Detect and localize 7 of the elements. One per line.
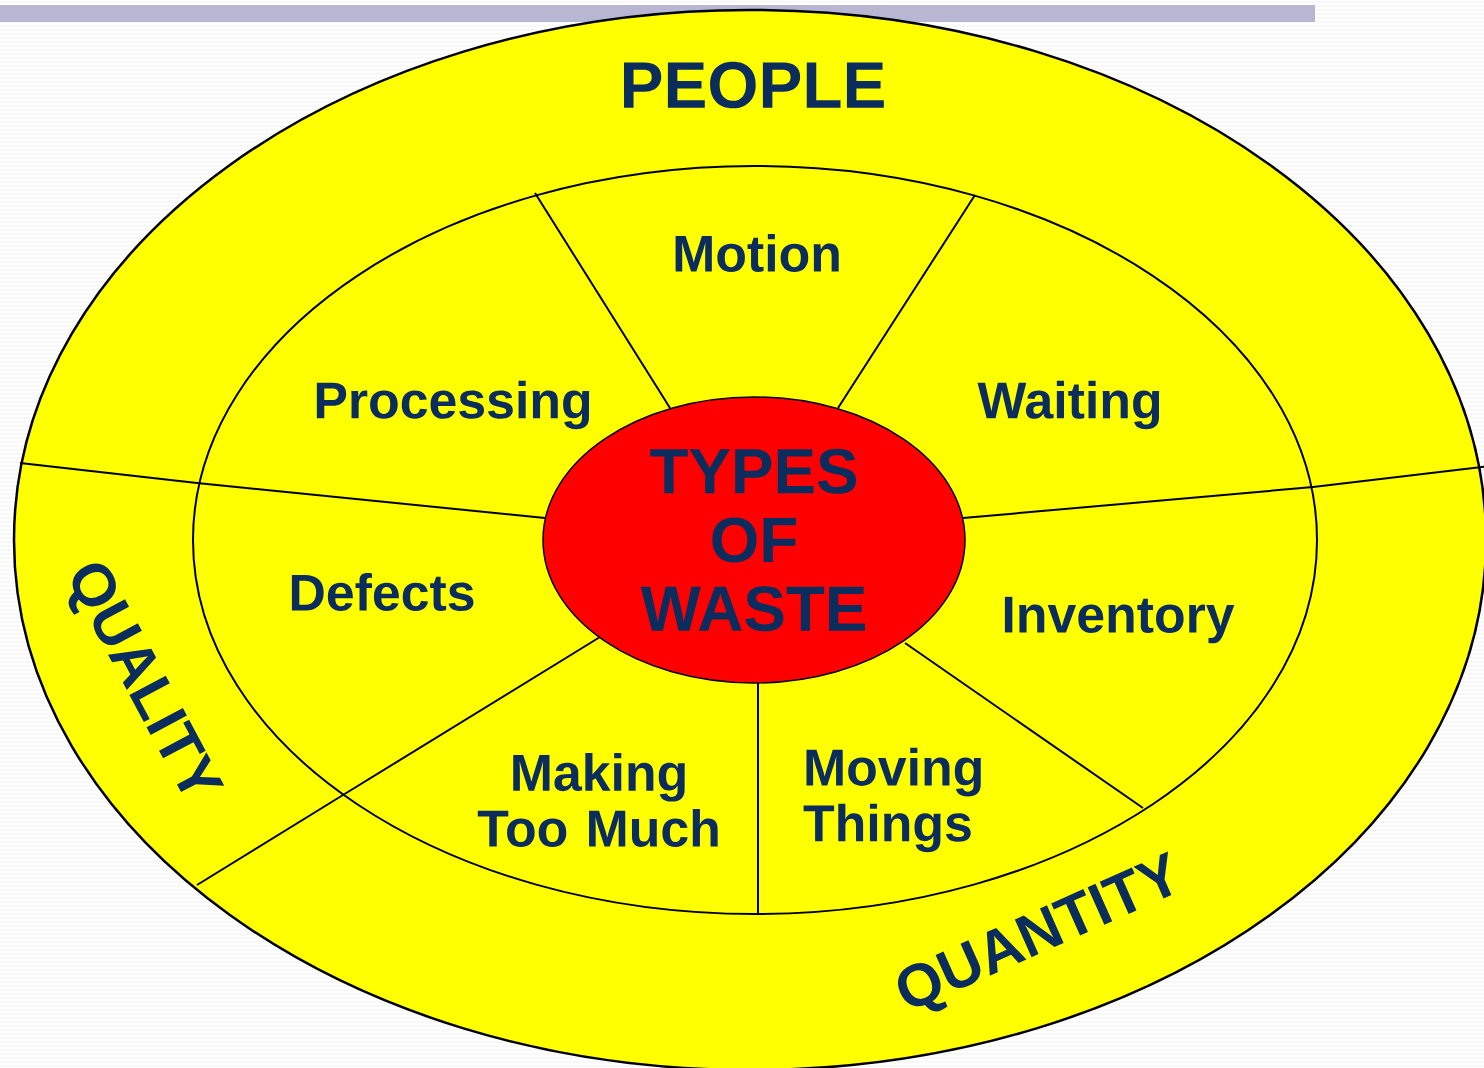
segment-label: Inventory xyxy=(1004,596,1235,644)
segment-label: Waiting xyxy=(977,380,1160,430)
segment-label: Moving Things xyxy=(803,747,981,853)
segment-label: Defects xyxy=(291,573,474,612)
segment-label: PEOPLE xyxy=(624,61,884,109)
segment-label: Motion xyxy=(675,233,839,272)
segment-label: Making Too Much xyxy=(477,753,718,847)
